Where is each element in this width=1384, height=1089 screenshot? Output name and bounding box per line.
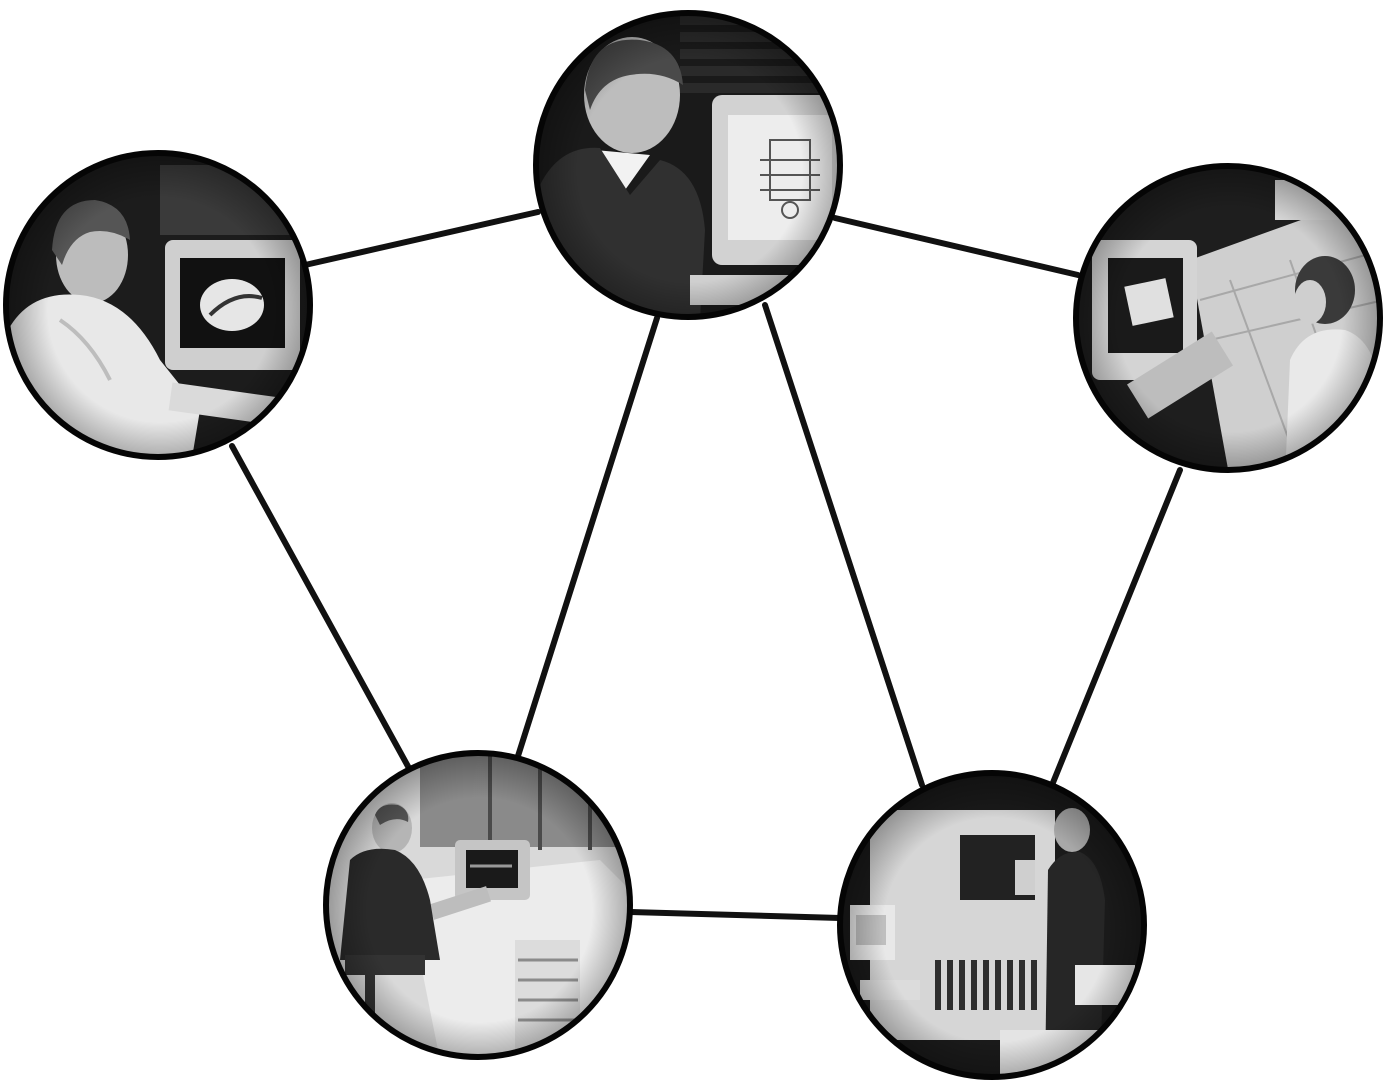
photo-node-bottom-right [837,770,1147,1080]
link-topleft-bottomleft [229,443,413,773]
photo-node-top-left [3,150,313,460]
link-bottomleft-bottomright [627,909,843,921]
link-topcenter-topright [832,215,1081,278]
photo-node-top-center [533,10,843,320]
photo-node-bottom-left [323,750,633,1060]
link-topcenter-bottomright [762,302,925,788]
network-links [229,209,1183,921]
photo-node-top-right [1073,163,1383,473]
link-topleft-topcenter [302,209,541,268]
link-topright-bottomright [1047,467,1183,793]
link-topcenter-bottomleft [515,315,660,759]
